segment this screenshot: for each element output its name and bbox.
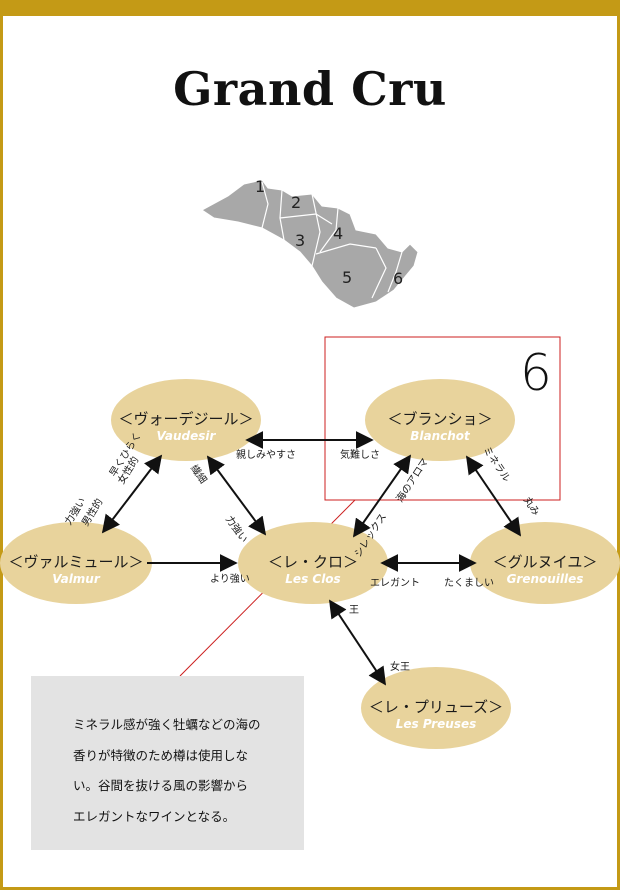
- page-title: Grand Cru: [173, 62, 447, 116]
- node-valmur: ＜ヴァルミュール＞ Valmur: [0, 522, 152, 604]
- edge-label: 女王: [390, 660, 410, 673]
- note-line-4: エレガントなワインとなる。: [73, 809, 236, 824]
- edge-label: たくましい: [444, 577, 494, 589]
- map-label-5: 5: [342, 268, 352, 287]
- arrow-blanchot-grenouilles: [465, 455, 522, 537]
- edge-label: ミネラル: [480, 444, 512, 484]
- map-label-4: 4: [333, 224, 343, 243]
- node-latin: Blanchot: [410, 429, 471, 443]
- node-latin: Les Preuses: [396, 717, 477, 731]
- highlight-number: 6: [520, 344, 552, 402]
- highlight-box: [324, 336, 561, 501]
- edge-label: 海のアロマ: [393, 456, 431, 505]
- edge-label: より強い: [210, 572, 250, 585]
- edge-label: 気難しさ: [340, 448, 380, 461]
- node-name: ＜ブランショ＞: [387, 410, 492, 428]
- arrow-vaudesir-valmur: [101, 454, 163, 534]
- node-latin: Vaudesir: [157, 429, 217, 443]
- node-latin: Grenouilles: [507, 572, 584, 586]
- arrow-blanchot-lesclos: [352, 454, 412, 538]
- note-line-3: い。谷間を抜ける風の影響から: [73, 778, 249, 793]
- top-gold-bar: [0, 0, 620, 16]
- note-line-1: ミネラル感が強く牡蠣などの海の: [73, 717, 261, 732]
- arrow-lesclos-preuses: [329, 599, 386, 686]
- node-name: ＜ヴァルミュール＞: [8, 553, 143, 571]
- node-vaudesir: ＜ヴォーデジール＞ Vaudesir: [111, 379, 261, 461]
- edge-label: 丸み: [521, 494, 543, 518]
- node-grenouilles: ＜グルヌイユ＞ Grenouilles: [470, 522, 620, 604]
- node-blanchot: ＜ブランショ＞ Blanchot: [365, 379, 515, 461]
- map-label-1: 1: [255, 177, 265, 196]
- node-latin: Les Clos: [285, 572, 340, 586]
- vineyard-map: 1 2 3 4 5 6: [201, 177, 419, 309]
- edge-label: 親しみやすさ: [236, 448, 296, 461]
- node-name: ＜ヴォーデジール＞: [118, 410, 253, 428]
- map-label-3: 3: [295, 231, 305, 250]
- right-gold-border: [617, 0, 620, 890]
- edge-label: 王: [349, 605, 359, 616]
- note-line-2: 香りが特徴のため樽は使用しな: [73, 748, 249, 763]
- arrow-vaudesir-lesclos: [206, 455, 267, 536]
- node-latin: Valmur: [52, 572, 101, 586]
- description-note: [31, 676, 304, 850]
- edge-label: エレガント: [370, 577, 420, 589]
- map-label-2: 2: [291, 193, 301, 212]
- bottom-gold-border: [0, 887, 620, 890]
- node-preuses: ＜レ・プリューズ＞ Les Preuses: [361, 667, 511, 749]
- edge-label: 力強い: [223, 513, 251, 545]
- node-name: ＜レ・クロ＞: [268, 553, 358, 571]
- node-name: ＜レ・プリューズ＞: [369, 698, 503, 716]
- left-gold-border: [0, 0, 3, 890]
- node-name: ＜グルヌイユ＞: [493, 553, 598, 571]
- map-label-6: 6: [393, 269, 403, 288]
- vineyard-map-outline: [201, 179, 419, 309]
- edge-label: 繊細: [188, 462, 210, 486]
- node-lesclos: ＜レ・クロ＞ Les Clos: [238, 522, 388, 604]
